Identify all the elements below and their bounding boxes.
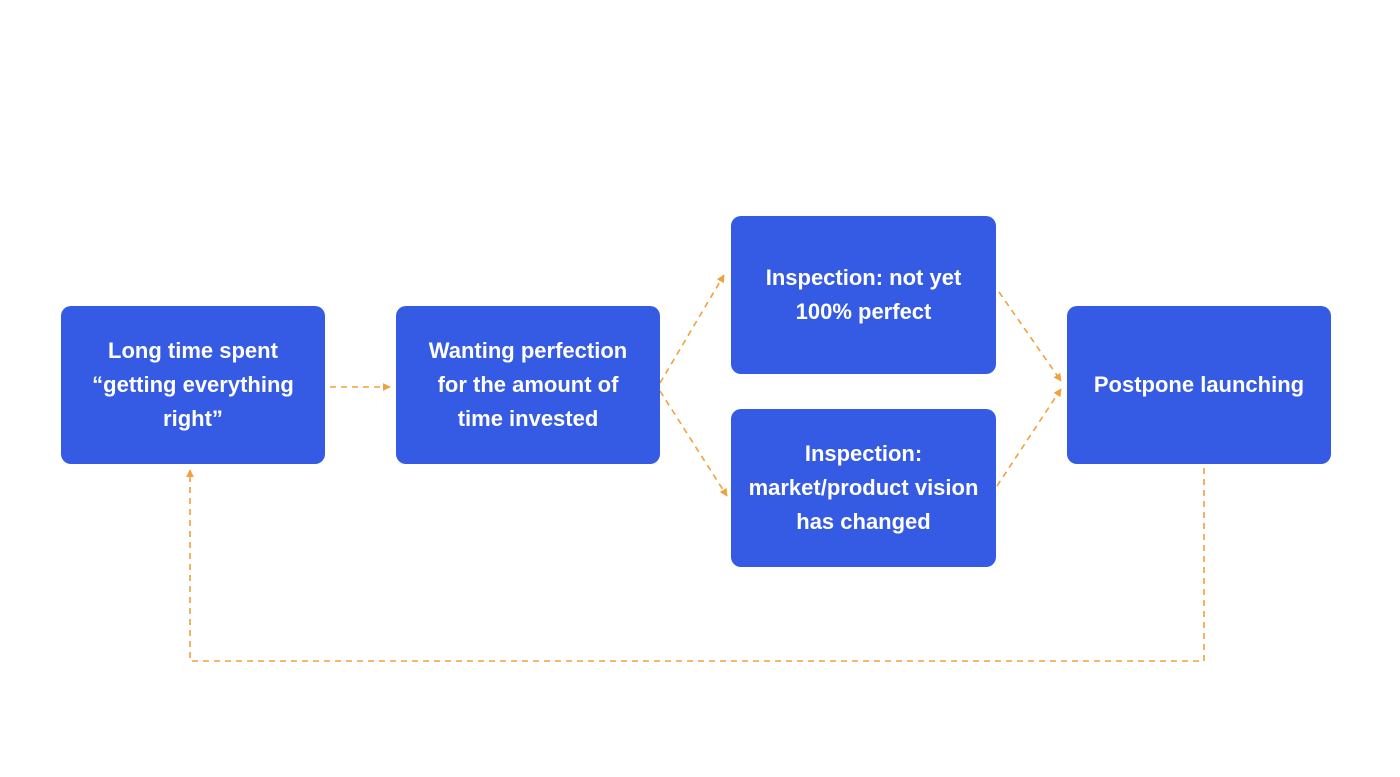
node-label: Inspection: market/product vision has ch… (748, 441, 979, 534)
node-inspection-not-perfect: Inspection: not yet 100% perfect (731, 216, 996, 374)
edge-n2-n4 (659, 390, 728, 497)
node-label: Wanting perfection for the amount of tim… (428, 338, 628, 431)
node-label: Long time spent “getting everything righ… (92, 338, 294, 431)
node-long-time-spent: Long time spent “getting everything righ… (61, 306, 325, 464)
edge-n2-n3 (659, 274, 725, 384)
node-postpone-launching: Postpone launching (1067, 306, 1331, 464)
node-label: Postpone launching (1093, 372, 1305, 397)
edge-n5-n1 (186, 468, 1205, 662)
node-inspection-vision-changed: Inspection: market/product vision has ch… (731, 409, 996, 567)
edge-n3-n5 (998, 291, 1062, 382)
node-wanting-perfection: Wanting perfection for the amount of tim… (396, 306, 660, 464)
edge-n4-n5 (996, 388, 1062, 487)
node-label: Inspection: not yet 100% perfect (765, 265, 962, 324)
